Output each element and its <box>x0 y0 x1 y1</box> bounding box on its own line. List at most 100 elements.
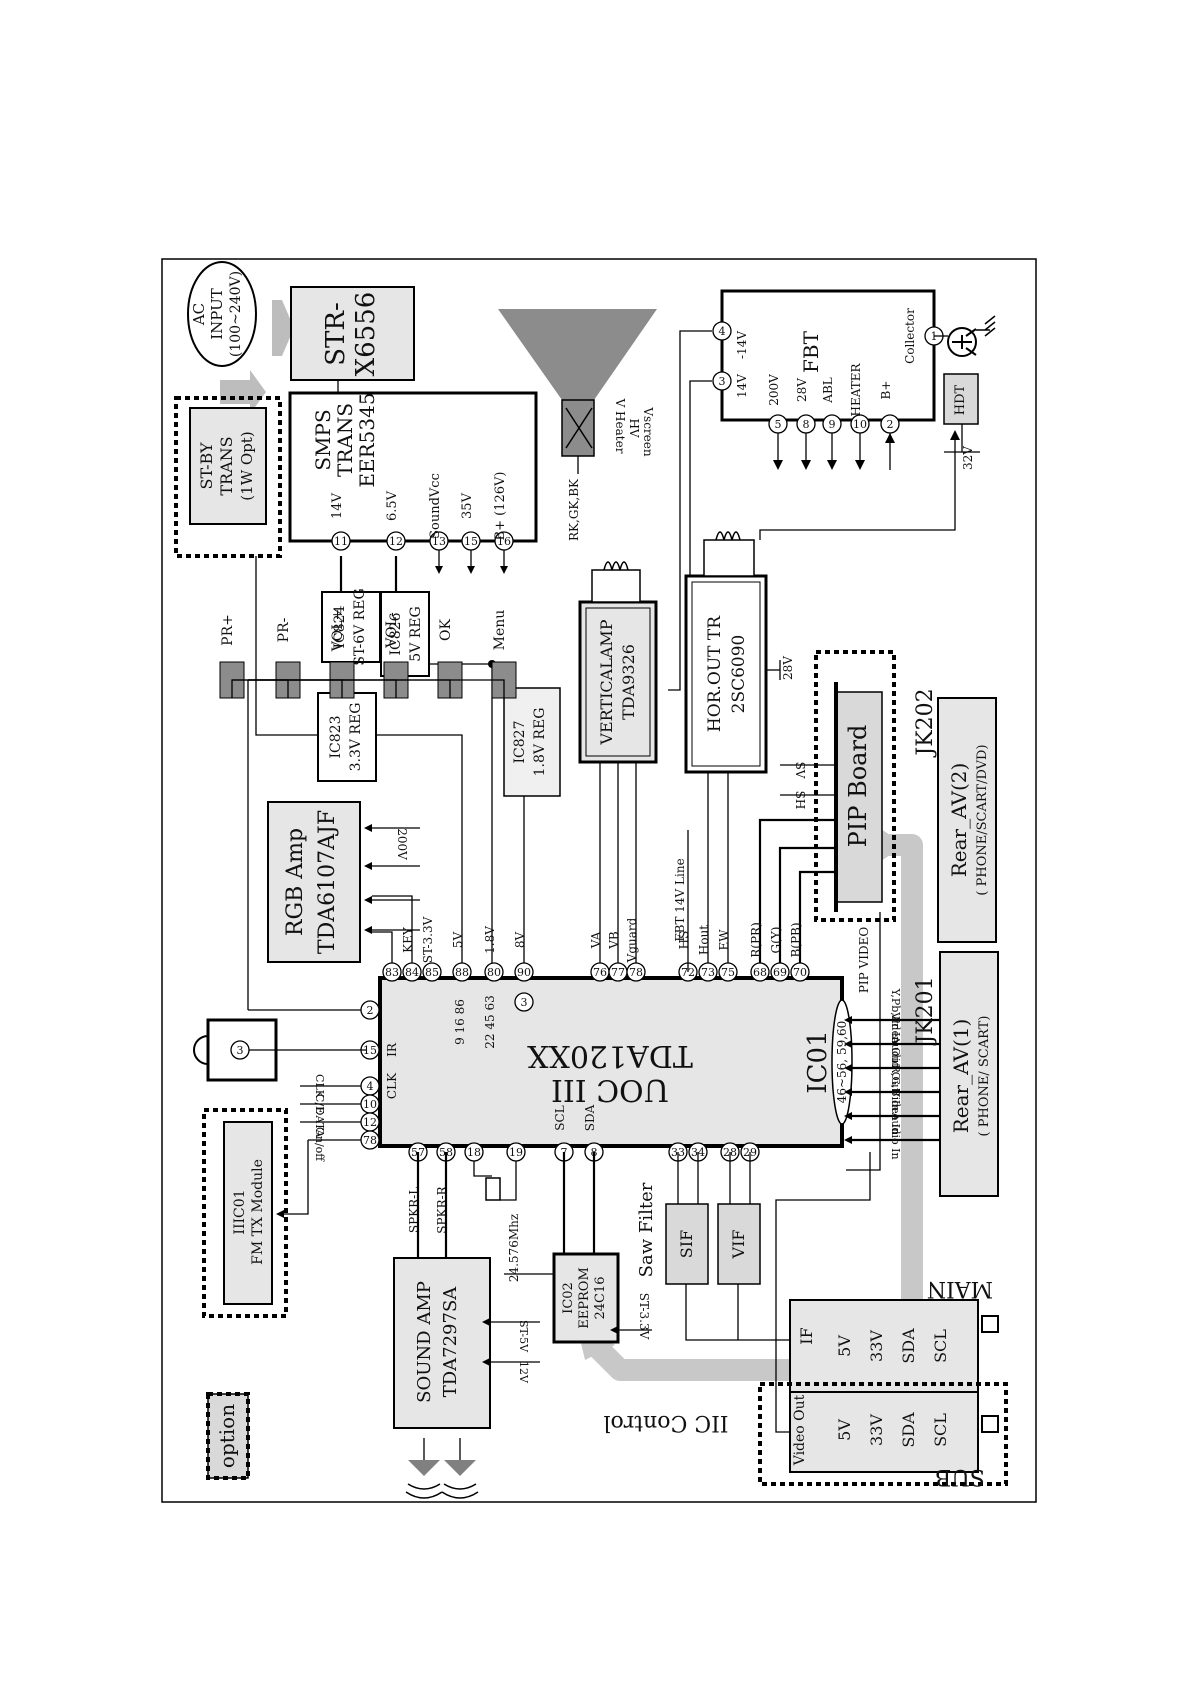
av-signal-1: Video Out <box>889 1011 902 1068</box>
ic823: IC823 3.3V REG <box>317 692 377 782</box>
fbt-lbl4: -14V <box>735 331 749 359</box>
crt-hv-label: HV <box>627 418 641 437</box>
fbt-minus14-wire <box>668 330 712 691</box>
uoc-extra-pins: 9 16 86 22 45 63 3 FBT 14V Line <box>453 830 689 1049</box>
diagram-frame <box>161 258 1037 1503</box>
smps-out-label-3: 35V <box>460 492 475 519</box>
uoc-top-label-5: 8V <box>513 932 527 949</box>
uoc-top-pin-12-circle <box>750 962 770 982</box>
uoc-top-pin-2: 85 <box>425 966 439 979</box>
fbt-blabel-0: 200V <box>767 374 781 406</box>
sub-item-1: 5V <box>835 1419 854 1441</box>
eeprom-st33: ST-3.3V <box>637 1293 651 1340</box>
uoc-top-label-1: KEY <box>401 926 415 953</box>
eeprom-line3: 24C16 <box>593 1276 608 1319</box>
uoc-top-pin-3-circle <box>452 962 472 982</box>
spkr-wires <box>416 1152 448 1258</box>
uoc-top-pin-5-circle <box>514 962 534 982</box>
uoc-top-label-2: ST-3.3V <box>421 916 435 963</box>
key-2-label: VOL+ <box>330 609 346 652</box>
sub-item-0: Video Out <box>792 1394 808 1466</box>
stby-dashed-outline <box>174 396 282 558</box>
uoc-pins46: 46~56, 59,60 <box>835 1021 849 1104</box>
option-label: option <box>215 1404 239 1468</box>
main-item-3: SDA <box>899 1328 918 1364</box>
smps-out-label-4: B+ (126V) <box>493 472 508 541</box>
xtal-label: 24.576Mhz <box>507 1214 521 1282</box>
hor-line2: 2SC6090 <box>729 635 749 714</box>
iic-control-label: IIC Control <box>603 1410 728 1435</box>
ic823-out-wire <box>376 734 463 972</box>
uoc-top-pin-6: 76 <box>593 966 607 979</box>
smps-pin-1: 12 <box>389 535 403 548</box>
uoc-top-label-14: B(PB) <box>789 922 803 957</box>
uoc-top-pin-14-circle <box>790 962 810 982</box>
jk201: JK201 Rear_AV(1) ( PHONE/ SCART) <box>913 951 999 1197</box>
ic826-a: IC826 <box>388 612 404 655</box>
fbt-bpin-1: 8 <box>803 418 810 431</box>
fbt-collector: Collector <box>903 308 917 364</box>
ac-input-line3: (100~240V) <box>228 271 244 357</box>
vif-label: VIF <box>729 1230 748 1260</box>
uoc-top-pin-3: 88 <box>455 966 469 979</box>
stby-line3: (1W Opt) <box>238 431 256 500</box>
fbt-blabel-3: HEATER <box>849 363 863 417</box>
av-signal-4: Video In <box>889 1088 902 1135</box>
hor-line1: HOR.OUT TR <box>705 615 725 732</box>
uoc-top-label-6: VA <box>589 931 603 949</box>
main-item-4: SCL <box>931 1329 950 1363</box>
uoc-onoff-ext: On/off <box>313 1127 326 1162</box>
jk201-line2: ( PHONE/ SCART) <box>977 1016 992 1137</box>
ic826-b: 5V REG <box>408 606 424 661</box>
fbt14v-line-label: FBT 14V Line <box>673 858 687 941</box>
hor-out-tr: HOR.OUT TR 2SC6090 28V <box>684 531 795 774</box>
uoc-top-label-11: EW <box>717 929 731 951</box>
eeprom: IC02 EEPROM 24C16 ST-3.3V <box>504 1252 652 1344</box>
ac-input-line1: AC <box>190 303 208 326</box>
key-bus-wire <box>232 679 249 1010</box>
uoc-ir-label: IR <box>385 1042 399 1057</box>
rgb-amp: RGB Amp TDA6107AJF 200V <box>267 801 420 963</box>
pip-board: PIP Board SV SH PIP VIDEO <box>758 682 883 1171</box>
uoc-line1: UOC III <box>551 1072 669 1107</box>
ac-input-line2: INPUT <box>208 288 226 340</box>
sif-label: SIF <box>677 1230 696 1258</box>
key-5-label: Menu <box>492 610 508 651</box>
ic823-a: IC823 <box>328 716 344 759</box>
stby-trans: ST-BY TRANS (1W Opt) <box>189 407 267 525</box>
hdt: HDT 32V <box>934 315 996 470</box>
ac-to-str-arrow <box>272 300 294 356</box>
uoc-group2: 22 45 63 <box>483 995 497 1048</box>
sound-line1: SOUND AMP <box>414 1281 435 1403</box>
pip-sh: SH <box>793 791 807 810</box>
uoc-top-pin-10-circle <box>698 962 718 982</box>
ic827: IC827 1.8V REG <box>503 687 561 797</box>
uoc-pin-10: 10 <box>363 1098 377 1111</box>
uoc-top-pin-14: 70 <box>793 966 807 979</box>
hdt-arrow <box>950 430 960 440</box>
uoc-clk-label: CLK <box>385 1072 399 1099</box>
uoc-top-pin-4: 80 <box>487 966 501 979</box>
hdt-32v: 32V <box>961 446 975 470</box>
fbt-bpin-0: 5 <box>775 418 782 431</box>
smps-line2: TRANS <box>333 403 357 477</box>
fbt-bpin-2: 9 <box>829 418 836 431</box>
uoc-top-pin-2-circle <box>422 962 442 982</box>
smps-pin-0: 11 <box>334 535 348 548</box>
crt-rgb-label: RK,GK,BK <box>567 478 581 541</box>
uoc-top-pin-11: 75 <box>721 966 735 979</box>
av-signal-2: Audio Out <box>889 1035 902 1093</box>
rgb-line1: RGB Amp <box>283 828 308 936</box>
uoc-sda-label: SDA <box>583 1104 597 1131</box>
av-signal-3: R,G,B In <box>889 1065 902 1112</box>
main-item-0: IF <box>797 1327 816 1344</box>
crt-heater-label: V Heater <box>613 398 627 454</box>
fbt-pin4: 4 <box>719 325 726 338</box>
uoc-top-label-3: 5V <box>451 932 465 949</box>
stby-to-ic823-wire <box>255 556 318 736</box>
ir-receiver: 3 <box>193 1018 366 1082</box>
stby-line1: ST-BY <box>197 442 216 489</box>
